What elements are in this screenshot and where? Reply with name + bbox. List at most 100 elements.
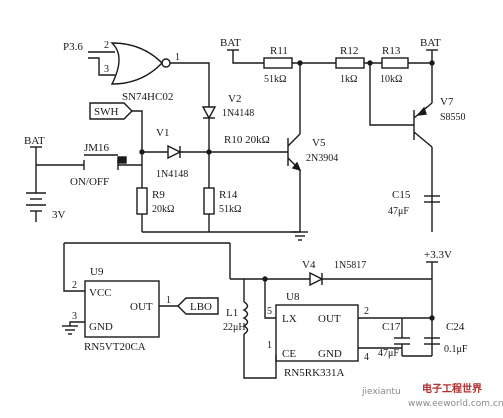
label-r11: R11 [270, 45, 288, 57]
r9-resistor [136, 187, 148, 215]
label-r9-val: 20kΩ [152, 204, 174, 215]
label-v1-part: 1N4148 [156, 169, 188, 180]
c17-capacitor [394, 337, 410, 345]
label-r10: R10 20kΩ [224, 134, 270, 146]
v2-diode [201, 106, 217, 120]
label-u8-pin4: 4 [364, 352, 369, 363]
watermark-url-text: www.eeworld.com.cn [408, 399, 503, 409]
label-nor-part: SN74HC02 [122, 91, 173, 103]
label-c17: C17 [382, 321, 401, 333]
label-v2-part: 1N4148 [222, 108, 254, 119]
label-c24-val: 0.1μF [444, 344, 468, 355]
label-u9: U9 [90, 266, 104, 278]
v1-diode [167, 144, 182, 160]
ground-symbol-v5 [292, 231, 308, 241]
battery-3v [26, 165, 46, 222]
label-v5-part: 2N3904 [306, 153, 338, 164]
label-bat-mid: BAT [220, 37, 241, 49]
label-v4-part: 1N5817 [334, 260, 366, 271]
label-l1-val: 22μH [223, 322, 246, 333]
label-nor-pin3: 3 [104, 64, 109, 75]
r12-resistor [335, 57, 365, 69]
v4-diode [309, 271, 324, 287]
u9-vcc-wire [63, 243, 85, 292]
bat-mid-wire [232, 50, 264, 64]
u9-gnd-wire [69, 321, 85, 326]
u9-chip [84, 280, 160, 338]
eeworld-watermark: jiexiantu 电子工程世界 www.eeworld.com.cn [361, 382, 503, 409]
label-l1: L1 [226, 307, 238, 319]
label-c15: C15 [392, 189, 411, 201]
v7-transistor [413, 102, 433, 148]
r13-resistor [381, 57, 409, 69]
label-onoff: ON/OFF [70, 176, 109, 188]
label-r13: R13 [382, 45, 401, 57]
label-r12: R12 [340, 45, 358, 57]
v5-transistor [287, 133, 302, 172]
label-swh: SWH [94, 106, 119, 118]
label-p36: P3.6 [63, 41, 83, 53]
label-c15-val: 47μF [388, 206, 409, 217]
label-u9-vcc: VCC [89, 287, 112, 299]
label-u8: U8 [286, 291, 300, 303]
label-v7: V7 [440, 96, 454, 108]
v7-base-wire [369, 63, 414, 126]
label-u9-out: OUT [130, 301, 153, 313]
label-jm16: JM16 [84, 142, 110, 154]
label-u9-part: RN5VT20CA [84, 341, 146, 353]
pin3-wire [88, 57, 115, 76]
label-v5: V5 [312, 137, 326, 149]
label-bat-left: BAT [24, 135, 45, 147]
jm16-switch [83, 154, 127, 170]
label-u8-lx: LX [282, 313, 297, 325]
junction-33v-out [429, 315, 435, 321]
u8-chip [275, 304, 359, 362]
label-u8-part: RN5RK331A [284, 367, 345, 379]
label-u9-pin1: 1 [166, 295, 171, 306]
label-bat-right: BAT [420, 37, 441, 49]
swh-tag [89, 102, 133, 120]
l1-bottom-wire [243, 334, 277, 379]
r11-resistor [263, 57, 293, 69]
label-c24: C24 [446, 321, 465, 333]
nor-gate-sn74hc02 [110, 42, 171, 85]
lbo-tag [177, 297, 219, 315]
label-v4: V4 [302, 259, 316, 271]
label-u9-gnd: GND [89, 321, 113, 333]
r14-resistor [203, 187, 215, 215]
label-u8-pin1: 1 [267, 340, 272, 351]
label-u9-pin2: 2 [72, 280, 77, 291]
swh-wire [132, 110, 143, 152]
label-r14: R14 [219, 189, 238, 201]
label-lbo: LBO [190, 301, 212, 313]
label-v7-part: S8550 [440, 112, 466, 123]
label-r11-val: 51kΩ [264, 74, 286, 85]
label-batt-3v: 3V [52, 209, 66, 221]
label-nor-pin1: 1 [175, 52, 180, 63]
label-r14-val: 51kΩ [219, 204, 241, 215]
l1-inductor [242, 301, 249, 335]
u8-lx-wire [264, 279, 276, 319]
watermark-cn-text: 电子工程世界 [422, 382, 482, 395]
c24-capacitor [424, 337, 440, 345]
junction-r13-bat [429, 60, 435, 66]
label-r12-val: 1kΩ [340, 74, 357, 85]
label-r9: R9 [152, 189, 165, 201]
label-r13-val: 10kΩ [380, 74, 402, 85]
label-u8-out: OUT [318, 313, 341, 325]
label-u9-pin3: 3 [72, 311, 77, 322]
ground-symbol-u9 [62, 325, 78, 335]
label-v2: V2 [228, 93, 241, 105]
label-nor-pin2: 2 [104, 40, 109, 51]
label-u8-gnd: GND [318, 348, 342, 360]
watermark-small-text: jiexiantu [361, 387, 401, 397]
c15-capacitor [424, 195, 440, 203]
label-v1: V1 [156, 127, 169, 139]
label-c17-val: 47μF [378, 348, 399, 359]
label-u8-pin2: 2 [364, 306, 369, 317]
label-u8-ce: CE [282, 348, 296, 360]
label-v33: +3.3V [424, 249, 452, 261]
nor-output-wire [170, 62, 210, 107]
label-u8-pin5: 5 [267, 306, 272, 317]
